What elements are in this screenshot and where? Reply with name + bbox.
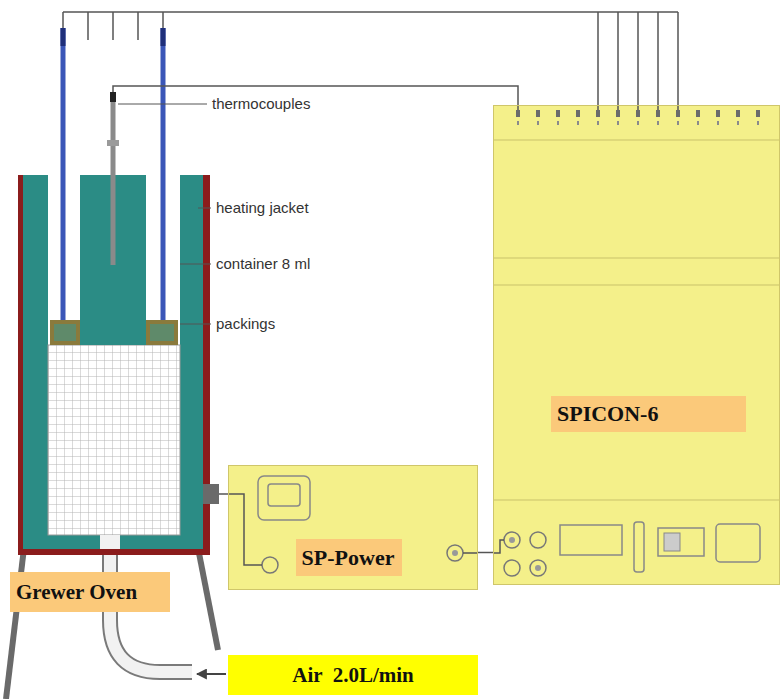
heater-wire	[219, 494, 262, 565]
probe-collar	[107, 140, 119, 146]
sample-container-inner	[54, 324, 76, 341]
caption-tag: Air 2.0L/min	[228, 655, 478, 695]
oven-name-tag: Grewer Oven	[10, 572, 170, 612]
airflow-tag: Air 2.0L/min	[228, 655, 478, 695]
card-slot	[634, 522, 644, 572]
socket-symbol	[530, 532, 546, 548]
stand-leg	[6, 548, 24, 699]
part-label: thermocouples	[212, 95, 310, 113]
power-housing	[228, 465, 478, 590]
heater-connector	[203, 484, 219, 504]
caption-tag: Grewer Oven	[10, 572, 170, 612]
air-inlet-arrow	[197, 673, 226, 675]
plug-icon-inner	[268, 484, 300, 506]
socket-symbol	[504, 532, 520, 548]
leader-line	[180, 264, 211, 265]
device-name-tag: SPICON-6	[551, 396, 746, 432]
power-switch	[658, 528, 704, 556]
label-anchor: heating jacket	[216, 199, 309, 217]
plug-icon	[258, 476, 310, 520]
signal-wire	[493, 540, 504, 553]
part-label: container 8 ml	[216, 255, 310, 273]
mains-inlet	[716, 524, 760, 562]
thermocouple-wires	[63, 12, 678, 110]
leader-line	[118, 104, 207, 105]
controller-unit: SPICON-6	[493, 105, 780, 585]
thermocouple-rod	[161, 28, 166, 326]
socket-symbol	[447, 545, 463, 561]
socket-symbol	[504, 560, 520, 576]
leader-line	[198, 208, 211, 209]
leader-line	[180, 324, 211, 325]
air-inlet-port	[100, 535, 120, 549]
power-supply-unit: SP-Power	[228, 465, 478, 590]
switch-rocker	[664, 533, 680, 551]
reference-probe	[111, 100, 116, 265]
part-label: heating jacket	[216, 199, 309, 217]
panel-line	[493, 500, 780, 501]
thermocouple-rod	[61, 28, 66, 326]
socket-pin	[452, 550, 458, 556]
device-name-tag: SP-Power	[296, 539, 403, 576]
display-window	[560, 525, 622, 555]
probe-wire	[113, 86, 518, 110]
signal-wire	[478, 552, 493, 554]
sample-container	[146, 320, 178, 345]
packing-bed	[48, 345, 180, 535]
sample-container	[50, 320, 80, 345]
terminal-row	[516, 110, 760, 126]
label-anchor: packings	[216, 315, 275, 333]
socket-symbol	[262, 557, 278, 573]
part-label: packings	[216, 315, 275, 333]
panel-line	[493, 140, 780, 141]
probe-tip	[110, 92, 116, 102]
label-anchor: container 8 ml	[216, 255, 310, 273]
thermocouple-head	[61, 28, 66, 46]
panel-line	[493, 285, 780, 286]
panel-line	[493, 258, 780, 259]
socket-pin	[509, 537, 515, 543]
connector-group	[478, 552, 493, 553]
label-anchor: thermocouples	[212, 95, 310, 113]
socket-symbol	[530, 560, 546, 576]
thermocouple-head	[161, 28, 166, 46]
stand-leg	[198, 548, 218, 650]
signal-wire	[463, 552, 478, 554]
controller-housing	[493, 105, 780, 585]
sample-container-inner	[150, 324, 174, 341]
socket-pin	[535, 565, 541, 571]
